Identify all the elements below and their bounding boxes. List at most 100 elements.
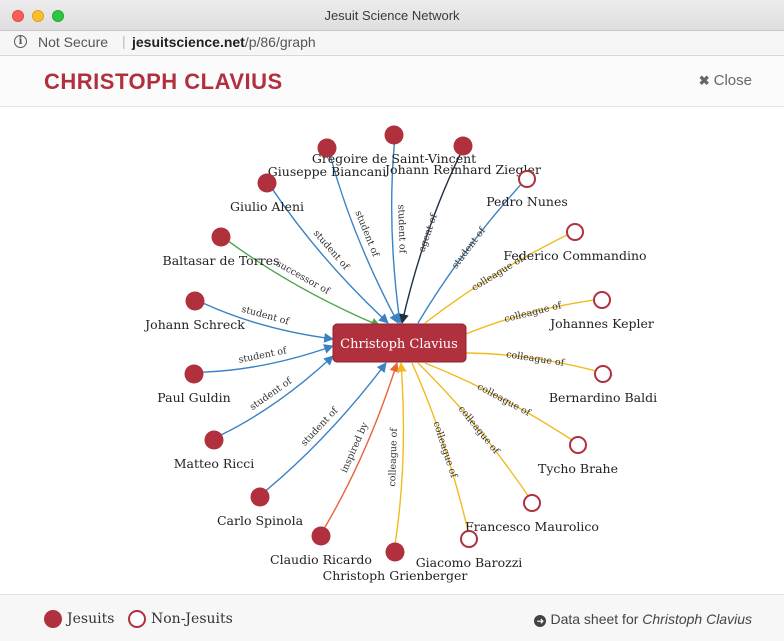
edge-label: student of: [311, 228, 352, 273]
node-label: Federico Commandino: [503, 248, 646, 263]
node-label: Paul Guldin: [157, 390, 230, 405]
non-jesuit-node[interactable]: Tycho Brahe: [538, 436, 618, 476]
jesuit-node-dot[interactable]: [453, 136, 473, 156]
node-label: Gregoire de Saint-Vincent: [312, 151, 476, 166]
jesuit-node-dot[interactable]: [311, 526, 331, 546]
info-icon[interactable]: i: [14, 35, 27, 48]
graph-edge: [465, 294, 612, 335]
node-label: Christoph Grienberger: [323, 568, 468, 583]
page-title: CHRISTOPH CLAVIUS: [44, 69, 283, 94]
jesuit-node[interactable]: Matteo Ricci: [174, 430, 255, 472]
jesuit-node-dot[interactable]: [317, 138, 337, 158]
node-label: Baltasar de Torres: [163, 253, 280, 268]
node-label: Giulio Aleni: [230, 199, 304, 214]
minimize-window-button[interactable]: [32, 10, 44, 22]
non-jesuit-node-circle[interactable]: [460, 530, 478, 548]
graph-edge: [272, 189, 389, 324]
node-label: Matteo Ricci: [174, 456, 255, 471]
jesuit-node[interactable]: Carlo Spinola: [217, 487, 304, 529]
jesuit-node[interactable]: Baltasar de Torres: [163, 227, 280, 269]
node-label: Francesco Maurolico: [465, 519, 599, 534]
jesuit-node[interactable]: Giuseppe Biancani: [268, 138, 386, 180]
jesuit-node[interactable]: Christoph Grienberger: [323, 542, 468, 584]
jesuit-node-dot[interactable]: [185, 291, 205, 311]
edge-label: colleague of: [505, 349, 566, 369]
edge-label: student of: [240, 304, 291, 328]
non-jesuit-node[interactable]: Francesco Maurolico: [465, 494, 599, 534]
edge-label: colleague of: [431, 420, 460, 480]
node-label: Tycho Brahe: [538, 461, 618, 476]
non-jesuit-node[interactable]: Federico Commandino: [503, 223, 647, 263]
close-icon: ✖: [698, 73, 710, 88]
center-node[interactable]: Christoph Clavius: [332, 323, 467, 363]
node-label: Johann Schreck: [143, 317, 245, 332]
legend-jesuits-label: Jesuits: [67, 611, 115, 627]
non-jesuit-node[interactable]: Giacomo Barozzi: [416, 530, 523, 570]
edge-label: successor of: [274, 258, 333, 297]
datasheet-name: Christoph Clavius: [642, 611, 752, 627]
jesuit-node-dot[interactable]: [257, 173, 277, 193]
close-label: Close: [713, 72, 752, 89]
non-jesuit-node[interactable]: Pedro Nunes: [486, 170, 568, 209]
non-jesuit-node-circle[interactable]: [594, 365, 612, 383]
jesuit-node[interactable]: Gregoire de Saint-Vincent: [312, 125, 476, 167]
security-label: Not Secure: [38, 34, 109, 50]
graph-edge: [228, 240, 381, 328]
center-node-label: Christoph Clavius: [340, 337, 458, 352]
non-jesuit-node-circle[interactable]: [518, 170, 536, 188]
jesuit-node[interactable]: Giulio Aleni: [230, 173, 304, 215]
graph-edge: [465, 352, 613, 378]
edge-label: colleague of: [387, 426, 400, 486]
non-jesuit-node[interactable]: Bernardino Baldi: [549, 365, 657, 405]
jesuit-node[interactable]: Johann Schreck: [143, 291, 245, 333]
graph-edge: [399, 154, 461, 324]
datasheet-link[interactable]: ➜Data sheet for Christoph Clavius: [534, 611, 752, 627]
non-jesuit-node-circle[interactable]: [569, 436, 587, 454]
graph-edge: [411, 362, 475, 549]
non-jesuit-node[interactable]: Johannes Kepler: [548, 291, 654, 331]
zoom-window-button[interactable]: [52, 10, 64, 22]
graph-edge: [202, 344, 334, 373]
non-jesuit-node-circle[interactable]: [593, 291, 611, 309]
node-label: Pedro Nunes: [486, 194, 568, 209]
close-button[interactable]: ✖Close: [699, 72, 752, 89]
jesuit-node[interactable]: Paul Guldin: [157, 364, 231, 406]
modal-header: CHRISTOPH CLAVIUS ✖Close: [0, 56, 784, 107]
jesuit-node-dot[interactable]: [204, 430, 224, 450]
node-label: Carlo Spinola: [217, 513, 304, 528]
address-bar[interactable]: i Not Secure | jesuitscience.net/p/86/gr…: [0, 31, 784, 56]
jesuit-node-dot[interactable]: [250, 487, 270, 507]
jesuit-node-dot[interactable]: [184, 364, 204, 384]
edge-label: colleague of: [456, 404, 502, 457]
node-label: Giacomo Barozzi: [416, 555, 523, 570]
jesuit-node-dot[interactable]: [384, 125, 404, 145]
graph-edge: [424, 362, 587, 450]
non-jesuit-node-circle[interactable]: [566, 223, 584, 241]
edge-label: inspired by: [339, 420, 371, 474]
url-path: /p/86/graph: [244, 34, 316, 50]
legend-non-jesuits-label: Non-Jesuits: [151, 611, 233, 627]
graph-edge: [203, 302, 334, 343]
modal-footer: Jesuits Non-Jesuits ➜Data sheet for Chri…: [0, 594, 784, 641]
arrow-circle-icon: ➜: [534, 615, 547, 627]
graph-edge: [390, 143, 404, 324]
window-title: Jesuit Science Network: [324, 8, 460, 23]
close-window-button[interactable]: [12, 10, 24, 22]
graph-edge: [324, 362, 399, 529]
non-jesuit-node-circle[interactable]: [523, 494, 541, 512]
edge-label: student of: [395, 204, 408, 255]
graph-edge: [394, 362, 407, 544]
graph-edge: [221, 355, 334, 436]
graph-edges: [202, 143, 613, 549]
graph-edge: [417, 171, 534, 324]
jesuit-node-dot[interactable]: [385, 542, 405, 562]
legend-jesuits: Jesuits: [44, 610, 114, 628]
graph-edge: [424, 226, 584, 324]
url-text[interactable]: jesuitscience.net/p/86/graph: [132, 34, 316, 50]
address-separator: |: [122, 33, 126, 49]
jesuit-node[interactable]: Johann Reinhard Ziegler: [383, 136, 541, 178]
jesuit-node[interactable]: Claudio Ricardo: [270, 526, 372, 568]
jesuit-node-dot[interactable]: [211, 227, 231, 247]
